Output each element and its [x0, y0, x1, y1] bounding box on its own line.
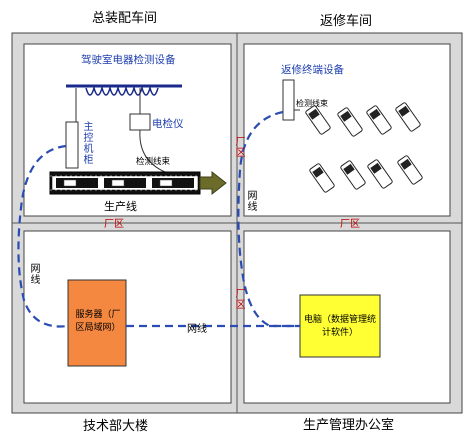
plant-area-label-2: 厂区 [233, 136, 244, 158]
tester-label: 电检仪 [152, 118, 184, 130]
production-line-label: 生产线 [104, 200, 137, 213]
flow-arrow-icon [199, 170, 227, 196]
area-title-tech: 技术部大楼 [83, 419, 149, 434]
network-label-1: 网线 [245, 190, 256, 212]
coil-icon [66, 84, 182, 122]
test-harness-label: 检测线束 [136, 157, 171, 167]
tester-box [129, 113, 151, 131]
area-title-rework: 返修车间 [320, 14, 373, 29]
network-label-3: 网线 [187, 324, 207, 335]
plant-area-label-4: 厂区 [233, 288, 244, 310]
area-title-assembly: 总装配车间 [92, 11, 158, 26]
cab-equipment-label: 驾驶室电器检测设备 [81, 54, 176, 66]
rework-terminal-label: 返修终端设备 [281, 64, 344, 76]
production-line-conveyor [49, 171, 201, 195]
plant-area-label-3: 厂区 [340, 219, 360, 230]
computer-box [299, 294, 381, 358]
rework-harness-label: 检测线束 [296, 99, 328, 108]
network-label-2: 网线 [28, 263, 39, 285]
main-cabinet-label: 主控机柜 [81, 121, 92, 165]
server-box [67, 279, 127, 367]
main-cabinet-box [65, 121, 79, 169]
area-title-office: 生产管理办公室 [303, 418, 395, 433]
rework-terminal-box [282, 79, 295, 121]
panel-rework [243, 43, 451, 217]
panel-tech [23, 230, 232, 404]
network-lines [17, 110, 300, 328]
computer-label: 电脑（数据管理统计软件） [303, 315, 376, 338]
server-label: 服务器（厂区局域网） [75, 310, 121, 333]
vehicle-icons [305, 102, 423, 193]
plant-area-label-1: 厂区 [104, 219, 124, 230]
